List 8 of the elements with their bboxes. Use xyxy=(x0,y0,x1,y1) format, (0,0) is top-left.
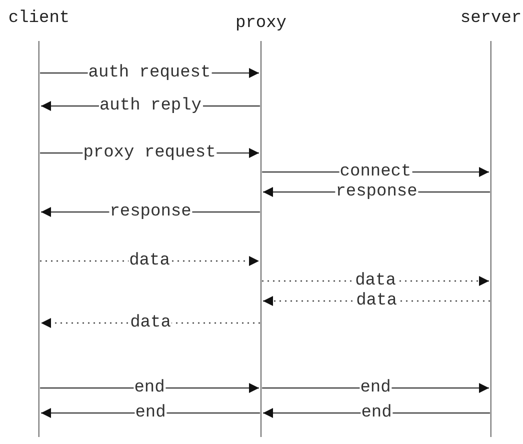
edge-label: response xyxy=(334,184,418,200)
participant-label: client xyxy=(8,9,70,29)
edge-label: response xyxy=(108,204,192,220)
edge-label: proxy request xyxy=(82,144,217,162)
participant-label: proxy xyxy=(236,14,286,34)
participant-label: server xyxy=(460,9,522,29)
edge-label: auth reply xyxy=(98,98,203,114)
edge-label: auth request xyxy=(87,64,212,82)
